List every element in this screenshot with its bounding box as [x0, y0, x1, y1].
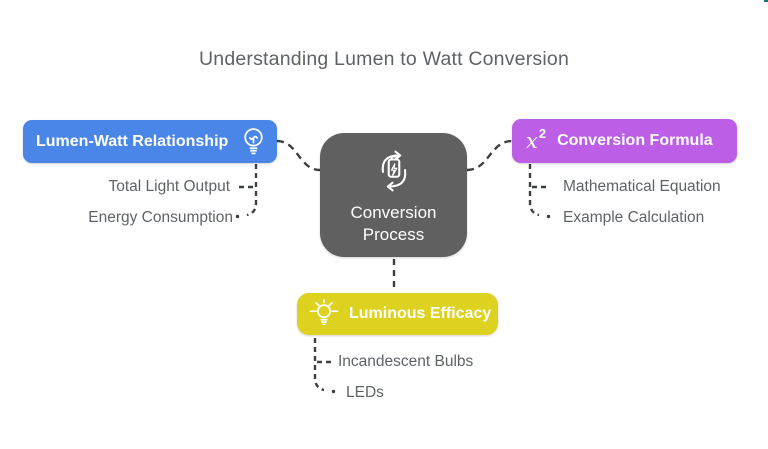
branch-line-right — [528, 164, 540, 217]
branch-line-left — [246, 164, 258, 217]
node-label: Conversion Formula — [557, 132, 713, 149]
node-label: Lumen-Watt Relationship — [36, 132, 229, 150]
branch-dot-right — [546, 214, 551, 219]
sub-item-example-calculation[interactable]: Example Calculation — [563, 209, 705, 226]
branch-line-bottom — [313, 338, 325, 392]
connector-center-to-left — [276, 139, 321, 172]
branch-dot-left — [235, 214, 240, 219]
node-conversion-process[interactable]: Conversion Process — [320, 133, 467, 257]
connector-center-to-right — [466, 139, 513, 172]
corner-mark — [764, 0, 768, 2]
battery-cycle-icon — [371, 148, 417, 194]
node-label: Luminous Efficacy — [349, 305, 492, 322]
diagram-title: Understanding Lumen to Watt Conversion — [199, 48, 569, 70]
sub-item-energy-consumption[interactable]: Energy Consumption — [88, 209, 233, 226]
sub-item-leds[interactable]: LEDs — [346, 384, 384, 401]
shining-bulb-icon — [307, 299, 341, 329]
lightbulb-icon — [240, 126, 267, 157]
sub-item-total-light-output[interactable]: Total Light Output — [108, 178, 231, 195]
node-label: Conversion Process — [350, 202, 437, 244]
branch-dot-bottom — [331, 389, 336, 394]
node-luminous-efficacy[interactable]: Luminous Efficacy — [297, 293, 498, 335]
sub-item-incandescent-bulbs[interactable]: Incandescent Bulbs — [338, 353, 474, 370]
sub-item-mathematical-equation[interactable]: Mathematical Equation — [563, 178, 721, 195]
node-lumen-watt-relationship[interactable]: Lumen-Watt Relationship — [23, 120, 277, 163]
